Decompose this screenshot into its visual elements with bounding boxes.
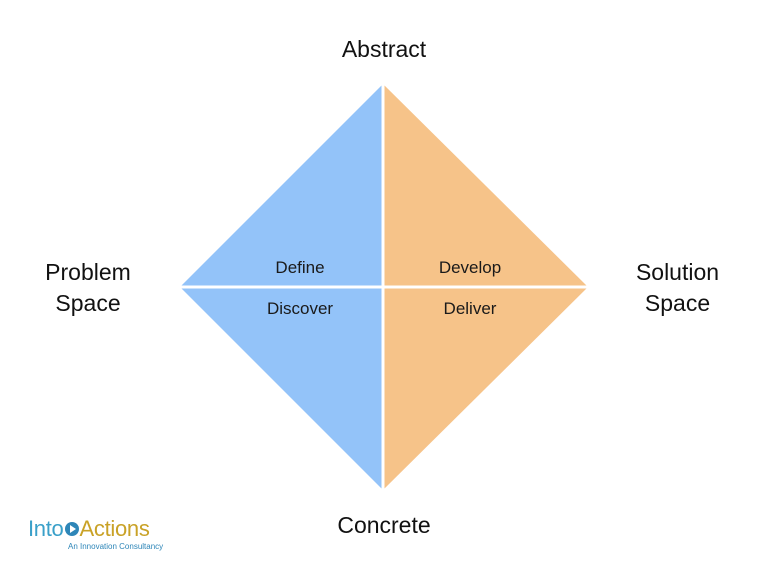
play-circle-icon: [64, 521, 79, 536]
intoactions-logo: Into Actions An Innovation Consultancy: [28, 516, 178, 556]
concrete-label: Concrete: [337, 512, 431, 538]
logo-tagline: An Innovation Consultancy: [68, 542, 164, 551]
define-label: Define: [275, 258, 325, 277]
logo-wordmark: Into Actions: [28, 516, 150, 542]
problem-space-label: Problem Space: [18, 257, 158, 319]
logo-into-text: Into: [28, 516, 64, 541]
discover-label: Discover: [266, 299, 334, 318]
logo-actions-text: Actions: [79, 516, 150, 541]
solution-space-line-2: Space: [644, 290, 711, 316]
develop-label: Develop: [438, 258, 502, 277]
abstract-label: Abstract: [341, 36, 427, 62]
problem-space-line-2: Space: [55, 290, 121, 316]
solution-space-label: Solution Space: [605, 257, 750, 319]
problem-space-line-1: Problem: [45, 259, 131, 285]
solution-space-line-1: Solution: [635, 259, 720, 285]
deliver-label: Deliver: [443, 299, 497, 318]
